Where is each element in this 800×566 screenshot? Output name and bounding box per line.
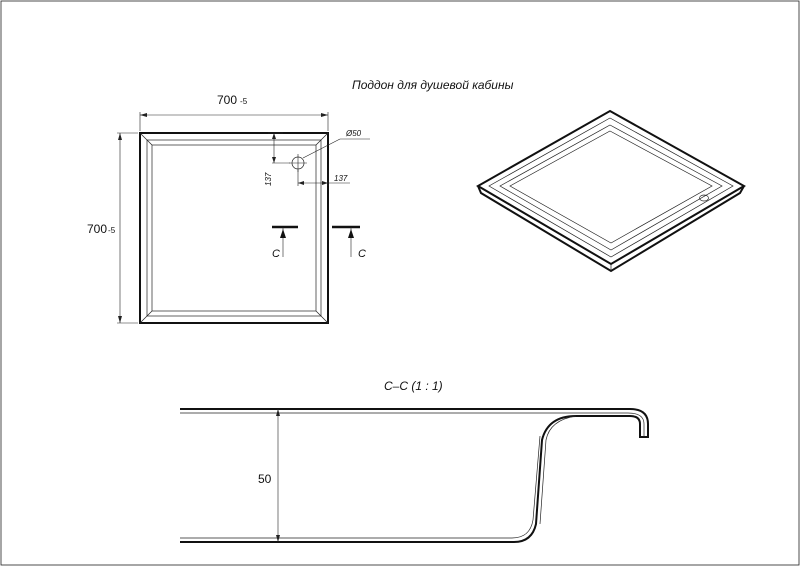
- drawing-title: Поддон для душевой кабины: [352, 78, 514, 92]
- depth-dimension: 50: [258, 472, 272, 486]
- section-title: C–C (1 : 1): [384, 379, 443, 393]
- section-profile-outer: [180, 408, 649, 543]
- section-view: C–C (1 : 1) 50: [180, 379, 649, 543]
- plan-rim-1: [146, 139, 322, 317]
- section-label-left: C: [272, 248, 280, 260]
- plan-view: 700-5 700-5 Ø50 137 137 C: [87, 93, 370, 324]
- iso-basin: [509, 130, 713, 244]
- isometric-view: [475, 109, 747, 273]
- plan-outer-edge: [139, 132, 329, 324]
- section-label-right: C: [358, 248, 366, 260]
- plan-rim-2: [151, 144, 317, 312]
- section-profile-inner: [180, 412, 645, 539]
- iso-drain-hole: [699, 194, 709, 202]
- iso-rim-1: [488, 117, 734, 258]
- iso-rim-2: [499, 124, 723, 251]
- height-dimension: 700-5: [87, 222, 116, 236]
- iso-top-edge: [475, 109, 747, 266]
- hole-offset-x-label: 137: [334, 174, 348, 183]
- hole-diameter-label: Ø50: [345, 129, 362, 138]
- width-dimension: 700-5: [217, 93, 248, 107]
- hole-offset-y-label: 137: [264, 172, 273, 186]
